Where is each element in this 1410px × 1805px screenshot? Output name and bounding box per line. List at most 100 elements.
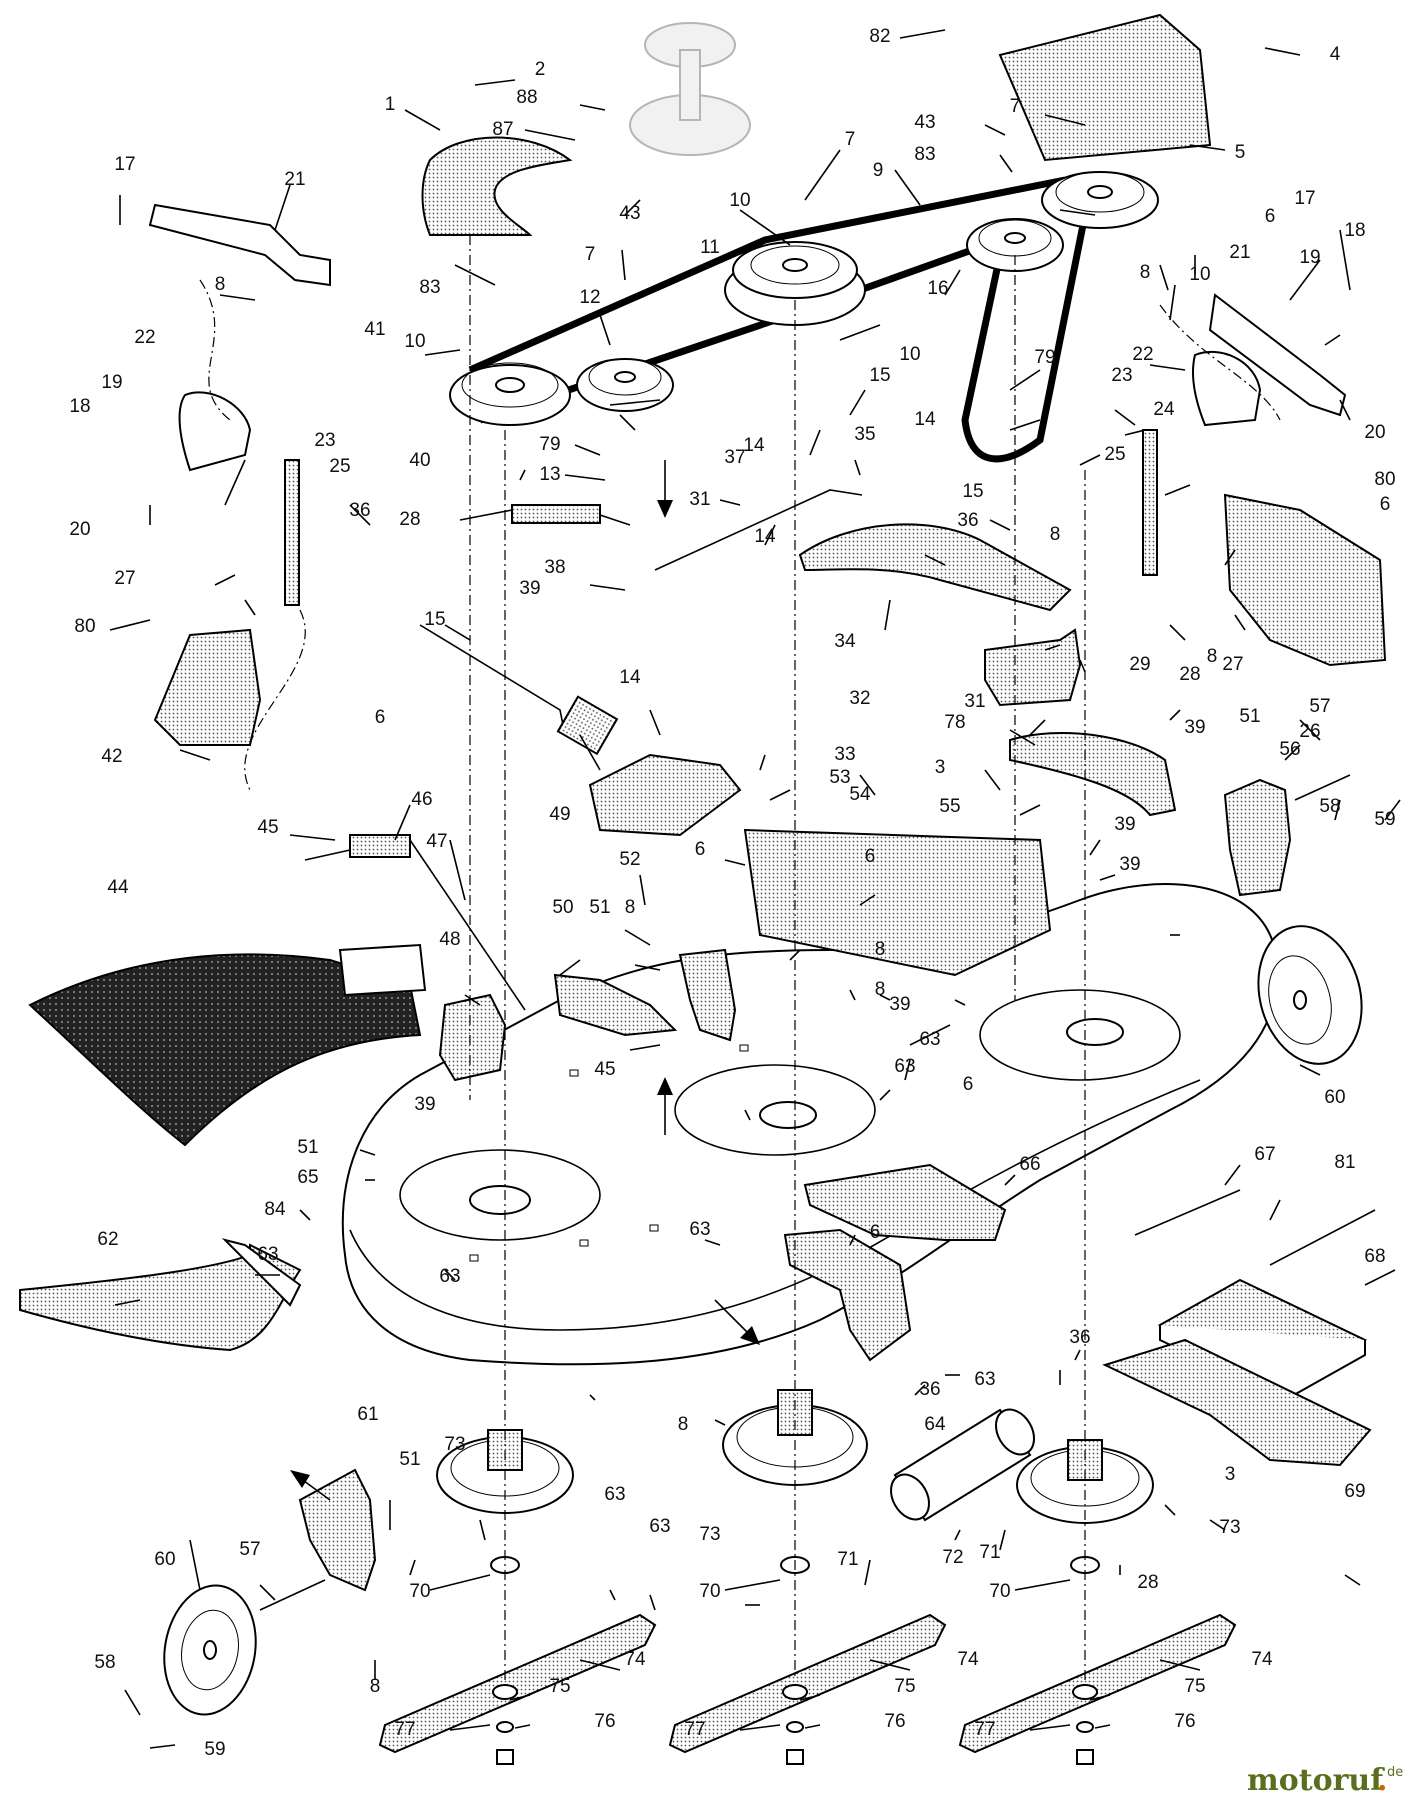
callout-label-39: 39 xyxy=(519,578,540,599)
callout-label-84: 84 xyxy=(264,1199,286,1220)
callout-label-19: 19 xyxy=(1299,247,1320,268)
rod-67 xyxy=(1134,1189,1241,1236)
callout-label-51: 51 xyxy=(297,1137,318,1158)
callout-label-65: 65 xyxy=(297,1167,318,1188)
grass-chute-44 xyxy=(28,943,427,1147)
rod-49 xyxy=(419,624,619,756)
alignment-lines xyxy=(199,235,1281,1680)
callout-label-28: 28 xyxy=(1179,664,1200,685)
callout-label-14: 14 xyxy=(743,435,765,456)
callout-label-71: 71 xyxy=(979,1542,1000,1563)
callout-label-64: 64 xyxy=(924,1414,946,1435)
pulley-10-center xyxy=(724,241,866,326)
callout-label-6: 6 xyxy=(695,839,706,860)
callout-label-76: 76 xyxy=(1174,1711,1195,1732)
callout-label-6: 6 xyxy=(1380,494,1391,515)
callout-label-63: 63 xyxy=(604,1484,625,1505)
callout-label-42: 42 xyxy=(101,746,122,767)
callout-label-75: 75 xyxy=(894,1676,915,1697)
callout-label-57: 57 xyxy=(1309,696,1330,717)
callout-label-78: 78 xyxy=(944,712,965,733)
callout-label-8: 8 xyxy=(1050,524,1061,545)
blade-74-right xyxy=(958,1613,1237,1754)
watermark-brand: motoruf xyxy=(1247,1763,1385,1798)
bracket-66 xyxy=(803,1163,1007,1241)
callout-label-15: 15 xyxy=(869,365,890,386)
callout-label-82: 82 xyxy=(869,26,890,47)
callout-label-50: 50 xyxy=(552,897,573,918)
bracket-48 xyxy=(438,993,507,1082)
callout-label-60: 60 xyxy=(1324,1087,1345,1108)
callout-label-39: 39 xyxy=(414,1094,435,1115)
callout-label-16: 16 xyxy=(927,278,948,299)
hardware-stack-center xyxy=(780,1556,810,1765)
callout-label-66: 66 xyxy=(1019,1154,1040,1175)
axle-57-left xyxy=(259,1579,326,1611)
callout-label-79: 79 xyxy=(1034,347,1055,368)
bracket-64 xyxy=(783,1228,912,1362)
callout-label-3: 3 xyxy=(1225,1464,1236,1485)
watermark-dot: . xyxy=(1377,1763,1387,1798)
callout-label-77: 77 xyxy=(684,1719,705,1740)
callout-label-38: 38 xyxy=(544,557,565,578)
callout-label-63: 63 xyxy=(257,1244,278,1265)
callout-label-71: 71 xyxy=(837,1549,858,1570)
callout-label-8: 8 xyxy=(1207,646,1218,667)
callout-label-20: 20 xyxy=(1364,422,1385,443)
callout-label-17: 17 xyxy=(114,154,135,175)
axle-57-right xyxy=(1294,774,1351,801)
callout-label-8: 8 xyxy=(875,979,886,1000)
callout-label-73: 73 xyxy=(699,1524,720,1545)
ghost-pulley xyxy=(629,22,751,156)
callout-label-14: 14 xyxy=(914,409,936,430)
plate-54 xyxy=(743,828,1052,977)
callout-label-6: 6 xyxy=(963,1074,974,1095)
bracket-56 xyxy=(1223,778,1292,897)
callout-label-88: 88 xyxy=(516,87,537,108)
callout-label-74: 74 xyxy=(1251,1649,1273,1670)
callout-label-83: 83 xyxy=(914,144,935,165)
callout-label-39: 39 xyxy=(1119,854,1140,875)
blade-74-center xyxy=(668,1613,947,1754)
callout-label-59: 59 xyxy=(204,1739,225,1760)
callout-label-7: 7 xyxy=(585,244,596,265)
bracket-29 xyxy=(984,628,1082,707)
direction-arrows xyxy=(290,460,760,1501)
callout-label-62: 62 xyxy=(97,1229,118,1250)
rod-37 xyxy=(654,489,863,571)
bracket-26 xyxy=(1223,493,1387,667)
callout-label-77: 77 xyxy=(974,1719,995,1740)
deflector-62 xyxy=(19,1238,302,1352)
callout-label-51: 51 xyxy=(1239,706,1260,727)
idler-arm-22-right xyxy=(1192,350,1262,427)
callout-label-8: 8 xyxy=(1140,262,1151,283)
callout-label-37: 37 xyxy=(724,447,745,468)
callout-label-14: 14 xyxy=(754,526,776,547)
shield-78 xyxy=(1009,731,1177,817)
callout-label-36: 36 xyxy=(919,1379,940,1400)
hardware-stack-left xyxy=(490,1556,520,1765)
bracket-42 xyxy=(153,628,262,746)
callout-label-20: 20 xyxy=(69,519,90,540)
callout-label-8: 8 xyxy=(678,1414,689,1435)
callout-label-33: 33 xyxy=(834,744,855,765)
callout-label-36: 36 xyxy=(349,500,370,521)
callout-label-60: 60 xyxy=(154,1549,175,1570)
belt-cover-5 xyxy=(998,13,1212,162)
callout-label-80: 80 xyxy=(1374,469,1395,490)
callout-leaders xyxy=(109,29,1401,1749)
callout-label-43: 43 xyxy=(914,112,935,133)
callout-label-31: 31 xyxy=(689,489,710,510)
callout-label-26: 26 xyxy=(1299,721,1320,742)
callout-label-22: 22 xyxy=(1132,344,1153,365)
callout-label-49: 49 xyxy=(549,804,570,825)
callout-label-73: 73 xyxy=(1219,1517,1240,1538)
callout-label-8: 8 xyxy=(625,897,636,918)
callout-label-70: 70 xyxy=(409,1581,430,1602)
callout-label-76: 76 xyxy=(884,1711,905,1732)
callout-label-13: 13 xyxy=(539,464,560,485)
rod-81 xyxy=(1269,1209,1376,1266)
callout-label-34: 34 xyxy=(834,631,856,652)
callout-label-28: 28 xyxy=(1137,1572,1158,1593)
